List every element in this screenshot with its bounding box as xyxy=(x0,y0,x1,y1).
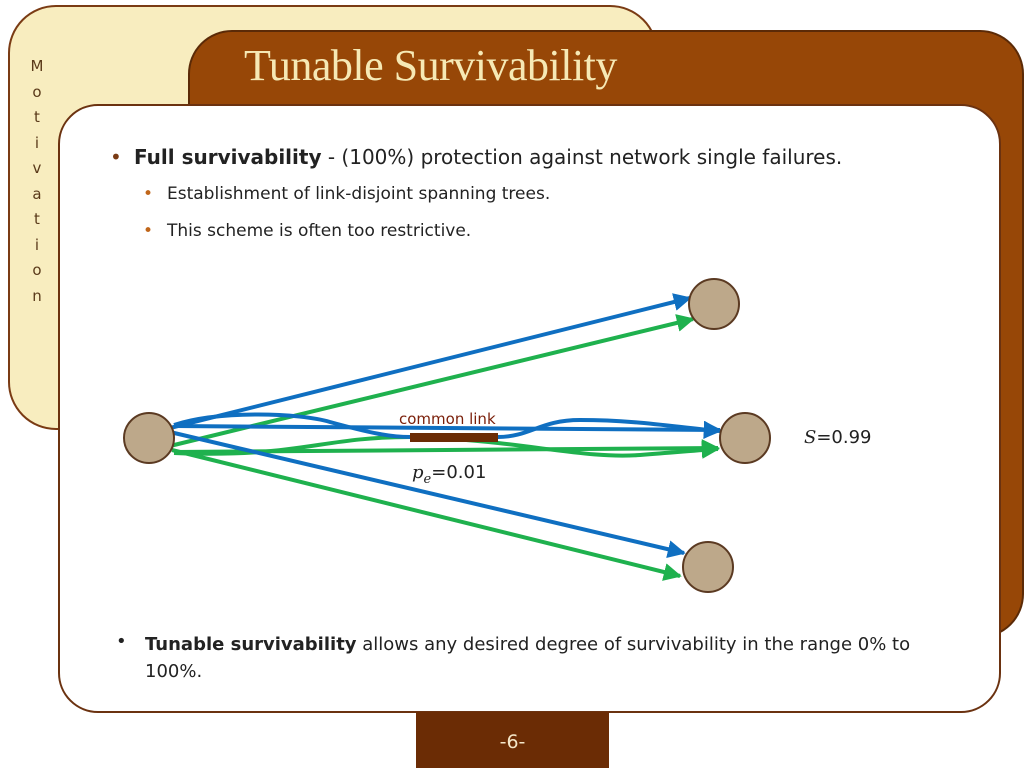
bullet-dot: • xyxy=(143,184,154,204)
page-number-tab xyxy=(416,712,609,768)
section-letter: M xyxy=(30,57,44,75)
bullet-text: - (100%) protection against network sing… xyxy=(321,145,843,169)
node-bottom xyxy=(682,541,734,593)
node-source xyxy=(123,412,175,464)
bullet-text: This scheme is often too restrictive. xyxy=(167,221,472,241)
blue-edge-bottom xyxy=(169,430,686,559)
bullet-term: Tunable survivability xyxy=(145,634,357,655)
blue-edge-middle xyxy=(173,420,722,439)
section-letter: t xyxy=(34,210,40,228)
content-card xyxy=(58,104,1001,713)
bullet-term: Full survivability xyxy=(134,145,322,169)
survivability-label: S=0.99 xyxy=(804,427,872,448)
section-letter: n xyxy=(32,286,42,305)
section-letter: t xyxy=(34,108,40,126)
bullet-text: allows any desired degree of survivabili… xyxy=(145,634,911,682)
section-letter: o xyxy=(32,82,42,101)
page-number: -6- xyxy=(499,731,526,753)
bullet-dot: • xyxy=(143,221,154,241)
section-letter: v xyxy=(32,159,42,177)
slide-title: Tunable Survivability xyxy=(244,41,617,90)
node-top xyxy=(688,278,740,330)
green-edge-bottom xyxy=(171,448,682,581)
section-label-motivation: M o t i v a t i o n xyxy=(26,54,48,309)
section-letter: o xyxy=(32,261,42,279)
bullet-dot: • xyxy=(116,631,127,652)
bullet-dot: • xyxy=(110,145,122,169)
node-middle xyxy=(719,412,771,464)
common-link-label: common link xyxy=(399,410,496,428)
bullet-text: Establishment of link-disjoint spanning … xyxy=(167,184,551,204)
common-link-bar xyxy=(410,433,498,442)
section-letter: i xyxy=(34,235,40,254)
pe-label: pe=0.01 xyxy=(412,462,486,487)
section-letter: i xyxy=(34,133,40,152)
blue-edge-top xyxy=(169,293,692,430)
section-letter: a xyxy=(32,184,42,203)
